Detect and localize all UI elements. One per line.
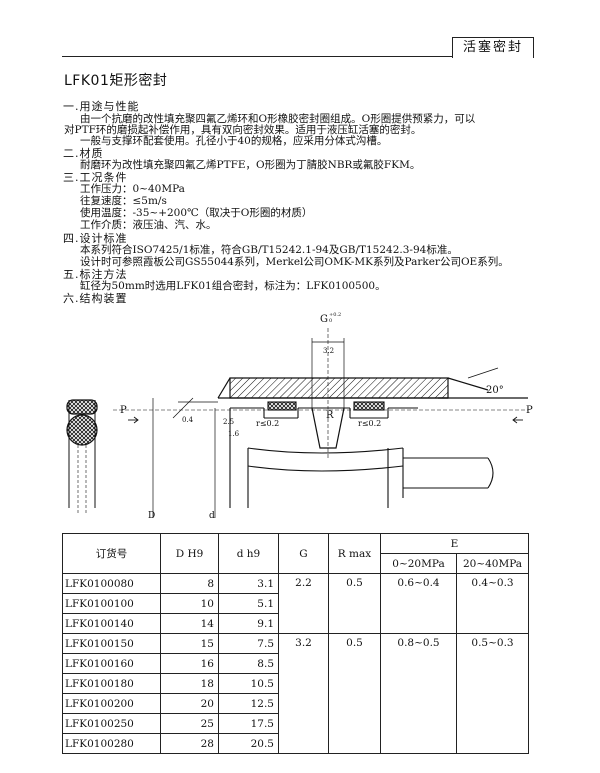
conditions-line: 使用温度：-35~+200℃（取决于O形圈的材质） xyxy=(80,207,313,219)
cell-code: LFK0100250 xyxy=(62,713,161,734)
usage-line: 一般与支撑环配套使用。孔径小于40的规格，应采用分体式沟槽。 xyxy=(80,135,388,147)
table-row: LFK0100100 10 5.1 xyxy=(62,593,529,614)
label-angle: 20° xyxy=(486,385,504,396)
label-dim-D: D xyxy=(148,511,155,521)
page-title: LFK01矩形密封 xyxy=(64,73,168,89)
cell-D: 10 xyxy=(160,593,219,614)
cell-code: LFK0100150 xyxy=(62,633,161,654)
section-heading-usage: 一.用途与性能 xyxy=(63,100,140,113)
label-rough-04: 0.4 xyxy=(182,416,194,424)
cell-E-high: 0.4~0.3 xyxy=(456,573,529,634)
cell-E-low: 0.6~0.4 xyxy=(380,573,457,634)
label-p-right: P xyxy=(526,405,533,416)
label-dim-d: d xyxy=(209,511,215,521)
cell-D: 16 xyxy=(160,653,219,674)
cell-D: 14 xyxy=(160,613,219,634)
table-row: LFK0100200 20 12.5 xyxy=(62,693,529,714)
conditions-line: 往复速度：≤5m/s xyxy=(80,195,167,207)
label-g: G xyxy=(320,314,328,325)
cell-G: 3.2 xyxy=(278,633,329,754)
cell-code: LFK0100180 xyxy=(62,673,161,694)
cylinder-body xyxy=(217,377,528,399)
standard-line: 本系列符合ISO7425/1标准，符合GB/T15242.1-94及GB/T15… xyxy=(80,244,458,256)
label-g-tol: +0.2 xyxy=(329,312,341,318)
cell-d: 7.5 xyxy=(218,633,279,654)
arrows xyxy=(128,416,523,424)
cell-D: 25 xyxy=(160,713,219,734)
header-R: R max xyxy=(328,533,381,574)
marking-line: 缸径为50mm时选用LFK01组合密封，标注为：LFK0100500。 xyxy=(80,280,386,292)
dimension-lines xyxy=(152,338,499,518)
cell-code: LFK0100280 xyxy=(62,733,161,754)
cell-R: 0.5 xyxy=(328,633,381,754)
header-E-high: 20~40MPa xyxy=(456,553,529,574)
cell-code: LFK0100140 xyxy=(62,613,161,634)
conditions-line: 工作压力：0~40MPa xyxy=(80,183,185,195)
table-row: LFK0100150 15 7.5 3.2 0.5 0.8~0.5 0.5~0.… xyxy=(62,633,529,754)
table-row: LFK0100250 25 17.5 xyxy=(62,713,529,734)
cell-D: 28 xyxy=(160,733,219,754)
label-g-tol2: 0 xyxy=(329,318,332,324)
label-rough-top: 3.2 xyxy=(323,347,334,355)
section-heading-material: 二.材质 xyxy=(63,147,104,160)
header-D: D H9 xyxy=(160,533,219,574)
seal-cross-section xyxy=(66,399,98,513)
standard-line: 设计时可参照霞板公司GS55044系列，Merkel公司OMK-MK系列及Par… xyxy=(80,256,509,268)
centerlines xyxy=(113,328,528,458)
conditions-line: 工作介质：液压油、汽、水。 xyxy=(80,219,217,231)
table-row: LFK0100180 18 10.5 xyxy=(62,673,529,694)
cell-D: 8 xyxy=(160,573,219,594)
cell-d: 5.1 xyxy=(218,593,279,614)
material-line: 耐磨环为改性填充聚四氟乙烯PTFE，O形圈为丁腈胶NBR或氟胶FKM。 xyxy=(80,159,421,171)
cell-d: 8.5 xyxy=(218,653,279,674)
table-row: LFK0100080 8 3.1 2.2 0.5 0.6~0.4 0.4~0.3 xyxy=(62,573,529,634)
label-dim-16: 1.6 xyxy=(228,430,240,438)
cell-d: 3.1 xyxy=(218,573,279,594)
cell-D: 18 xyxy=(160,673,219,694)
cell-D: 20 xyxy=(160,693,219,714)
label-r02-left: r≤0.2 xyxy=(256,419,279,428)
cell-code: LFK0100160 xyxy=(62,653,161,674)
header-E: E xyxy=(380,533,529,554)
piston-body xyxy=(229,401,494,508)
cell-d: 17.5 xyxy=(218,713,279,734)
category-tab: 活塞密封 xyxy=(452,37,534,58)
header-G: G xyxy=(278,533,329,574)
cell-d: 12.5 xyxy=(218,693,279,714)
header-E-low: 0~20MPa xyxy=(380,553,457,574)
section-heading-structure: 六.结构装置 xyxy=(63,292,128,305)
label-r-center: R xyxy=(326,410,334,421)
cell-D: 15 xyxy=(160,633,219,654)
section-heading-conditions: 三.工况条件 xyxy=(63,171,128,184)
label-p-left: P xyxy=(120,405,127,416)
table-row: LFK0100140 14 9.1 xyxy=(62,613,529,634)
header-order-no: 订货号 xyxy=(62,533,161,574)
seal-assembly-drawing: G +0.2 0 3.2 20° P P 0.4 r≤0.2 r≤0.2 R 2… xyxy=(66,312,533,521)
cell-R: 0.5 xyxy=(328,573,381,634)
cell-E-high: 0.5~0.3 xyxy=(456,633,529,754)
cell-E-low: 0.8~0.5 xyxy=(380,633,457,754)
spec-table: 订货号 D H9 d h9 G R max E 0~20MPa 20~40MPa… xyxy=(62,533,529,754)
table-row: LFK0100160 16 8.5 xyxy=(62,653,529,674)
table-row: LFK0100280 28 20.5 xyxy=(62,733,529,754)
label-r02-right: r≤0.2 xyxy=(358,419,381,428)
cell-G: 2.2 xyxy=(278,573,329,634)
cell-d: 20.5 xyxy=(218,733,279,754)
header-rule xyxy=(62,56,510,57)
cell-d: 9.1 xyxy=(218,613,279,634)
usage-line: 对PTF环的磨损起补偿作用，具有双向密封效果。适用于液压缸活塞的密封。 xyxy=(64,124,422,136)
section-heading-standard: 四.设计标准 xyxy=(63,232,128,245)
section-heading-marking: 五.标注方法 xyxy=(63,268,128,281)
cell-d: 10.5 xyxy=(218,673,279,694)
cell-code: LFK0100100 xyxy=(62,593,161,614)
cell-code: LFK0100200 xyxy=(62,693,161,714)
header-d: d h9 xyxy=(218,533,279,574)
label-dim-25: 2.5 xyxy=(223,418,234,426)
cell-code: LFK0100080 xyxy=(62,573,161,594)
usage-line: 由一个抗磨的改性填充聚四氟乙烯环和O形橡胶密封圈组成。O形圈提供预紧力，可以 xyxy=(80,113,476,125)
